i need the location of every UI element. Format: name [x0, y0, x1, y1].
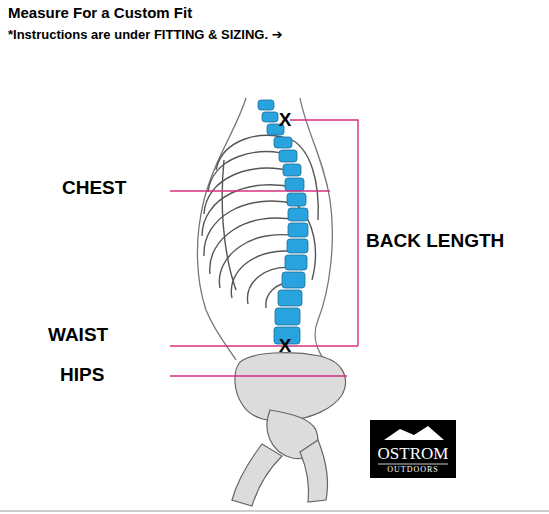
instruction-note: *Instructions are under FITTING & SIZING… [8, 27, 283, 42]
spine-vertebrae [258, 100, 308, 344]
bottom-rule [0, 511, 549, 512]
measure-label: BACK LENGTH [366, 230, 504, 252]
body-outline [197, 98, 332, 362]
chest-line [170, 190, 330, 191]
page-title: Measure For a Custom Fit [8, 4, 192, 21]
measure-label: WAIST [48, 324, 108, 346]
back-length-bracket [290, 120, 358, 346]
logo-rule [378, 464, 448, 465]
measure-label: CHEST [62, 177, 126, 199]
hips-line [170, 375, 347, 376]
waist-line [170, 345, 358, 346]
point-marker: X [279, 109, 292, 131]
logo-box: OSTROMOUTDOORS [370, 420, 456, 478]
measure-label: HIPS [60, 364, 104, 386]
measure-lines [170, 120, 358, 376]
mountain-icon [384, 426, 444, 440]
rib-cage [202, 135, 318, 308]
logo-name: OSTROM [370, 444, 456, 464]
logo-subtitle: OUTDOORS [370, 465, 456, 474]
point-marker: X [279, 335, 292, 357]
